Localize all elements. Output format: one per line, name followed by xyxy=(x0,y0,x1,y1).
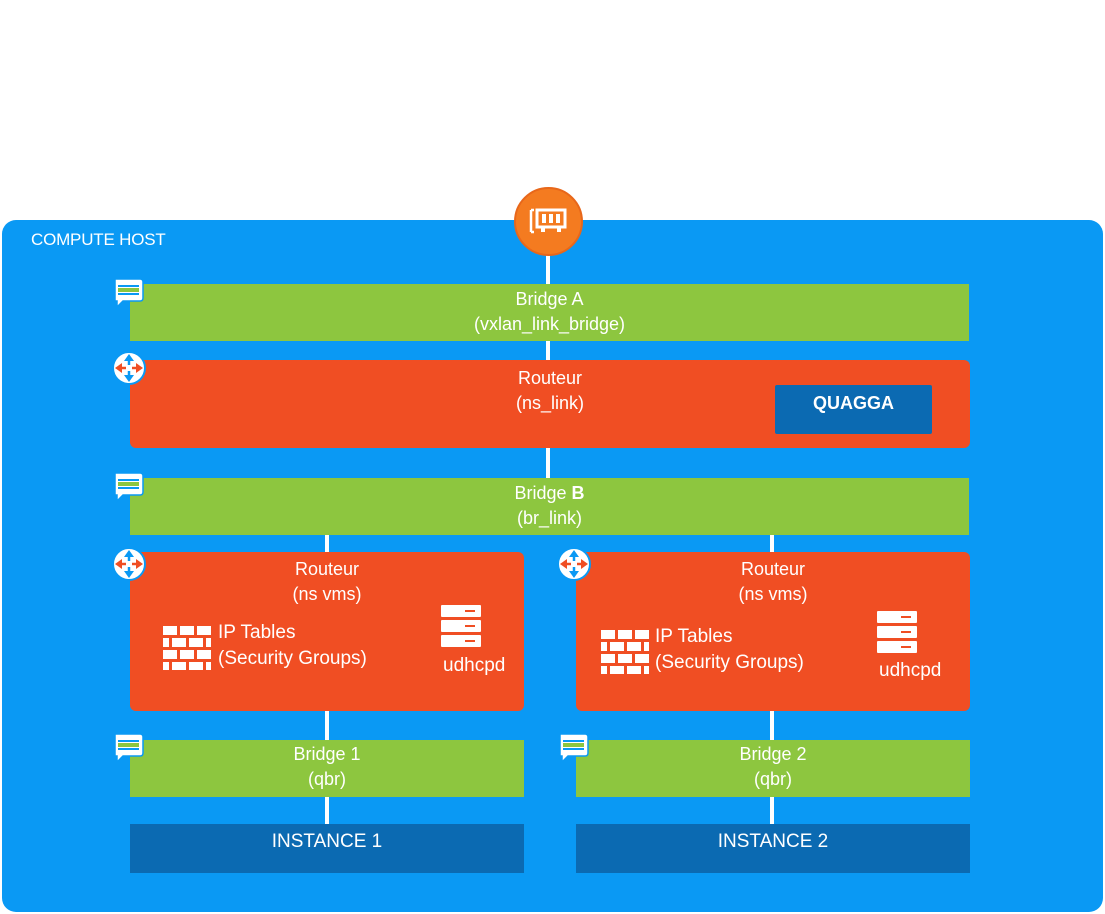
connector-line xyxy=(770,710,774,742)
bridge-b-name: Bridge B xyxy=(130,481,969,506)
connector-line xyxy=(546,250,550,286)
udhcpd-1-label: udhcpd xyxy=(443,655,506,676)
connector-line xyxy=(770,797,774,825)
bridge-a-id: (vxlan_link_bridge) xyxy=(473,314,626,334)
ip-tables-2-subtitle: (Security Groups) xyxy=(655,652,804,673)
ip-tables-2: IP Tables (Security Groups) xyxy=(655,624,804,676)
bridge-2-name: Bridge 2 xyxy=(739,744,807,764)
server-icon xyxy=(441,605,481,647)
bridge-b-name-prefix: Bridge xyxy=(514,483,572,503)
ip-tables-1: IP Tables (Security Groups) xyxy=(218,620,367,672)
bridge-b-id: (br_link) xyxy=(516,508,582,528)
connector-line xyxy=(770,535,774,555)
bridge-1-name: Bridge 1 xyxy=(293,744,361,764)
bridge-1: Bridge 1 (qbr) xyxy=(130,740,524,797)
bridge-icon xyxy=(559,733,589,764)
firewall-icon xyxy=(163,626,211,670)
bridge-2: Bridge 2 (qbr) xyxy=(576,740,970,797)
bridge-a: Bridge A (vxlan_link_bridge) xyxy=(130,284,969,341)
connector-line xyxy=(325,797,329,825)
bridge-icon xyxy=(114,733,144,764)
bridge-1-id: (qbr) xyxy=(307,769,346,789)
router-ns-link-id: (ns_link) xyxy=(515,393,585,413)
instance-1: INSTANCE 1 xyxy=(130,824,524,873)
bridge-icon xyxy=(114,278,144,309)
quagga-badge: QUAGGA xyxy=(775,385,932,434)
ip-tables-1-subtitle: (Security Groups) xyxy=(218,648,367,669)
instance-1-label: INSTANCE 1 xyxy=(271,831,383,852)
network-card-icon xyxy=(514,187,583,256)
router-ns-vms-1: Routeur (ns vms) xyxy=(130,552,524,711)
connector-line xyxy=(546,448,550,480)
connector-line xyxy=(325,535,329,555)
ip-tables-1-title: IP Tables xyxy=(218,622,296,643)
udhcpd-2-label: udhcpd xyxy=(879,660,942,681)
firewall-icon xyxy=(601,630,649,674)
compute-host-label: COMPUTE HOST xyxy=(31,230,166,249)
bridge-b: Bridge B (br_link) xyxy=(130,478,969,535)
router-vms-1-id: (ns vms) xyxy=(292,584,362,604)
instance-2-label: INSTANCE 2 xyxy=(717,831,829,852)
connector-line xyxy=(325,710,329,742)
bridge-a-name: Bridge A xyxy=(515,289,584,309)
router-vms-2-name: Routeur xyxy=(740,559,806,579)
bridge-b-name-letter: B xyxy=(571,483,585,503)
instance-2: INSTANCE 2 xyxy=(576,824,970,873)
router-icon xyxy=(112,547,146,581)
router-vms-2-id: (ns vms) xyxy=(738,584,808,604)
router-icon xyxy=(557,547,591,581)
connector-line xyxy=(546,340,550,362)
router-vms-1-name: Routeur xyxy=(294,559,360,579)
router-icon xyxy=(112,351,146,385)
bridge-2-id: (qbr) xyxy=(753,769,792,789)
ip-tables-2-title: IP Tables xyxy=(655,626,733,647)
bridge-icon xyxy=(114,472,144,503)
router-ns-link-name: Routeur xyxy=(517,368,583,388)
server-icon xyxy=(877,611,917,653)
